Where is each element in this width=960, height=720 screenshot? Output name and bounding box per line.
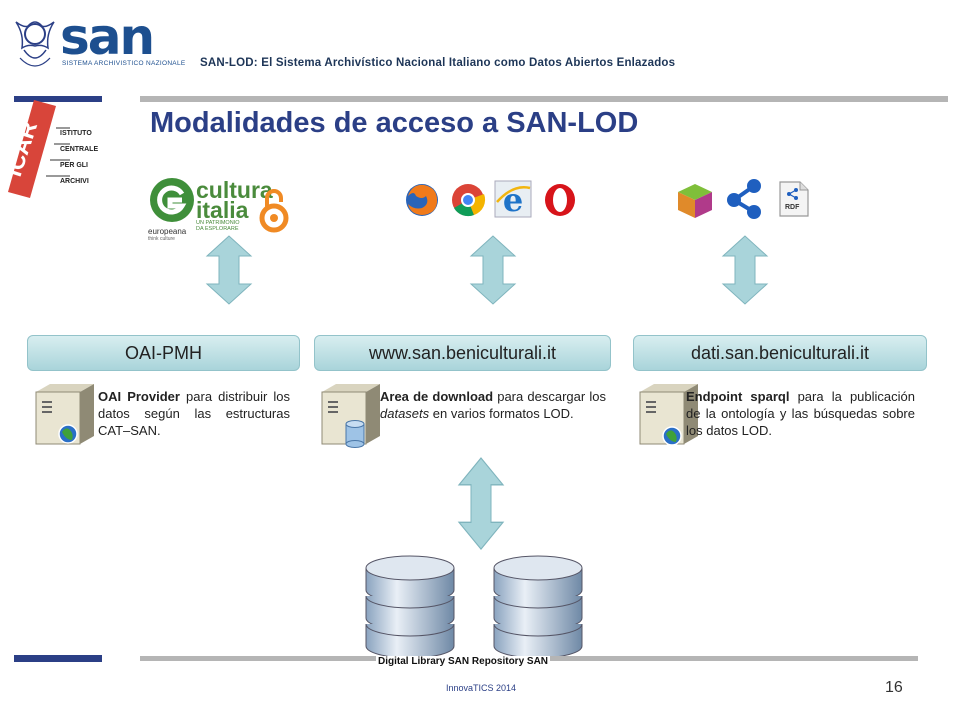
san-logo: san [60,8,155,66]
page-number: 16 [885,679,903,696]
europeana-label: europeana [148,227,187,236]
culturaitalia-word-2: italia [196,197,249,223]
desc-oai-rest: para distribuir los datos según las estr… [98,389,290,438]
database-icon [345,420,365,448]
europeana-tagline: think culture [148,236,175,242]
svg-text:e: e [503,181,523,218]
top-bar-left [14,96,102,102]
share-graph-icon [724,178,764,225]
desc-www-bold: Area de download [380,389,494,404]
open-access-icon [258,186,290,234]
desc-oai-bold: OAI Provider [98,389,180,404]
icar-line: ARCHIVI [60,178,89,185]
san-logo-subtitle: SISTEMA ARCHIVISTICO NAZIONALE [62,60,186,67]
europeana-logo: europeana think culture [148,176,196,242]
desc-www: Area de download para descargar los data… [380,388,606,422]
conference-label: InnovaTICS 2014 [446,683,517,693]
arrow-repository [457,457,505,551]
database-stack-2 [493,555,583,659]
service-pill-www: www.san.beniculturali.it [314,335,611,371]
icar-line: PER GLI [60,162,89,169]
icar-line: CENTRALE [60,146,99,153]
culturaitalia-logo: cultura italia UN PATRIMONIO DA ESPLORAR… [196,177,273,240]
desc-dati-bold: Endpoint sparql [686,389,790,404]
desc-www-mid: para descargar los [493,389,606,404]
rdf-label: RDF [785,204,800,211]
desc-oai: OAI Provider para distribuir los datos s… [98,388,290,439]
firefox-icon [404,182,440,223]
desc-dati: Endpoint sparql para la publicación de l… [686,388,915,439]
culturaitalia-word-1: cultura [196,177,273,203]
service-pill-dati: dati.san.beniculturali.it [633,335,927,371]
icar-logo: ICAR [0,100,140,200]
desc-www-rest: en varios formatos LOD. [429,406,574,421]
internet-explorer-icon: e [494,180,532,223]
top-bar-right [140,96,948,102]
cube-icon [676,180,714,225]
bottom-bar-left [14,655,102,662]
service-pill-oai: OAI-PMH [27,335,300,371]
header-title: SAN-LOD: El Sistema Archivístico Naciona… [200,57,676,69]
desc-www-italic: datasets [380,406,430,421]
repository-caption: Digital Library SAN Repository SAN [376,656,551,667]
database-stack-1 [365,555,455,659]
icar-line: ISTITUTO [60,130,92,137]
culturaitalia-tagline-2: DA ESPLORARE [196,226,239,232]
chrome-icon [450,182,486,223]
rdf-file-icon: RDF [778,180,810,223]
opera-icon [542,182,578,223]
culturaitalia-tagline-1: UN PATRIMONIO [196,220,240,226]
page-title: Modalidades de acceso a SAN-LOD [150,107,639,139]
desc-dati-rest: para la publicación de la ontología y la… [686,389,915,438]
angel-logo [12,14,58,74]
icar-text-lines: ISTITUTO CENTRALE PER GLI ARCHIVI [60,126,98,190]
